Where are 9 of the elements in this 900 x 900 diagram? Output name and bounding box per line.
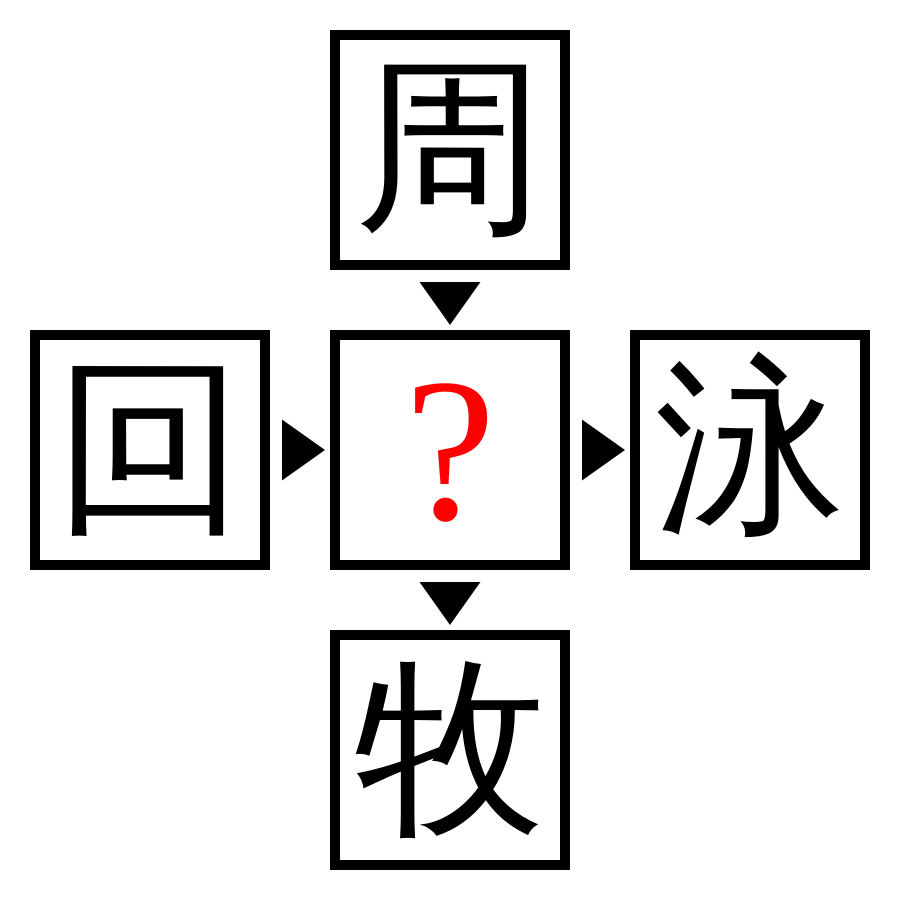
arrow-head: [582, 420, 625, 480]
character-box: 泳: [630, 330, 870, 570]
character-box: 周: [330, 30, 570, 270]
character-box: ?: [330, 330, 570, 570]
arrow-head: [282, 420, 325, 480]
character-box: 回: [30, 330, 270, 570]
character-box: 牧: [330, 630, 570, 870]
arrow-head: [420, 282, 480, 325]
arrow-head: [420, 582, 480, 625]
